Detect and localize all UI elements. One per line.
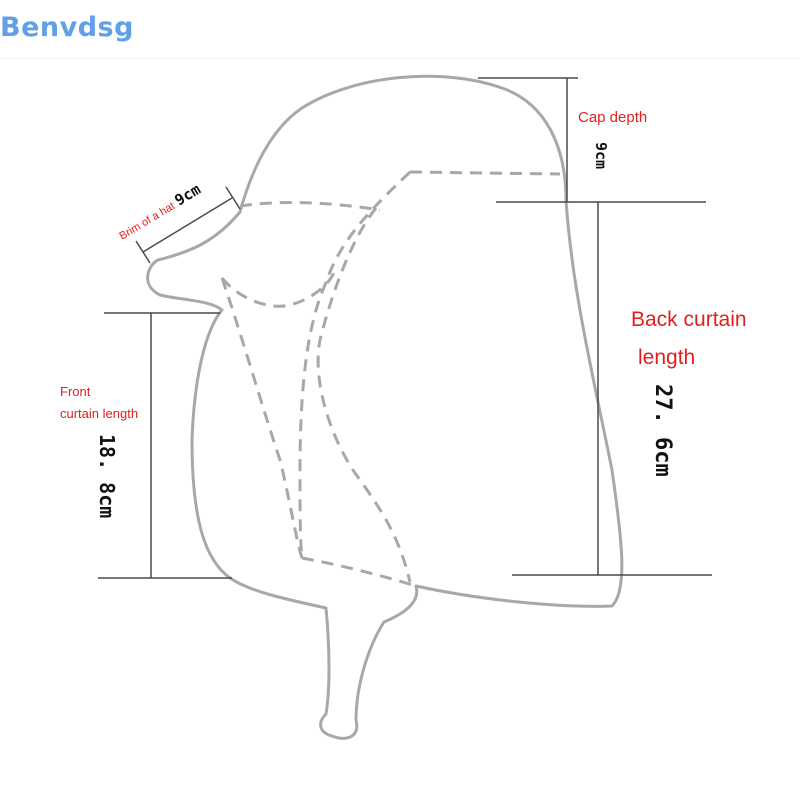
dashed-face-opening xyxy=(220,269,337,308)
back-curtain-label-line1: Back curtain xyxy=(631,308,747,331)
brim-dimension-tick-end xyxy=(225,186,241,210)
back-curtain-label-line2: length xyxy=(638,346,695,369)
brim-dimension-tick-start xyxy=(135,240,151,264)
dashed-bottom-line xyxy=(301,556,417,588)
cap-depth-label: Cap depth xyxy=(578,109,647,126)
dashed-curtain-top-line xyxy=(409,170,561,176)
front-curtain-label-line2: curtain length xyxy=(60,406,138,421)
front-curtain-label-line1: Front xyxy=(60,384,91,399)
brim-dimension-line xyxy=(142,197,233,253)
cap-depth-value: 9cm xyxy=(592,142,610,169)
brim-value: 9cm xyxy=(171,180,203,209)
hat-outline xyxy=(146,74,624,740)
dashed-inner-left xyxy=(298,170,412,559)
brand-logo: Benvdsg xyxy=(0,12,134,43)
dashed-inner-right xyxy=(316,207,412,583)
dashed-front-curtain-inner xyxy=(220,277,304,559)
dashed-headband-line xyxy=(239,201,381,212)
back-curtain-value: 27. 6cm xyxy=(650,384,675,477)
front-curtain-value: 18. 8cm xyxy=(95,434,119,518)
header-divider xyxy=(0,58,800,59)
